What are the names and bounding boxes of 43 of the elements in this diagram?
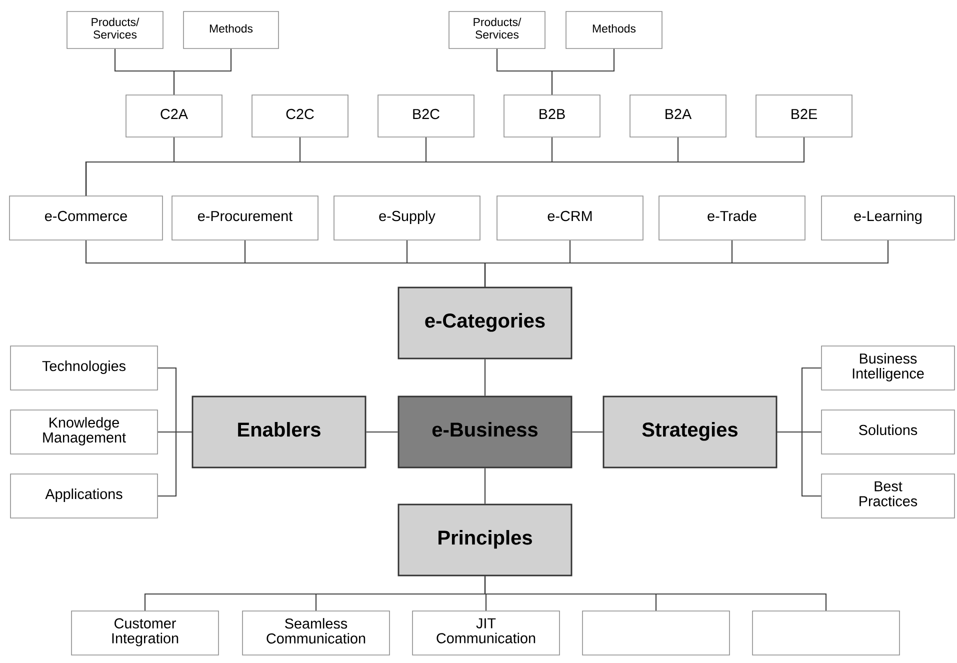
label-box: Applications	[10, 474, 158, 518]
label-box: Solutions	[821, 410, 955, 454]
label-box: Business Intelligence	[821, 346, 955, 390]
label-box: Methods	[183, 11, 279, 49]
label-box: C2C	[252, 94, 348, 138]
label-box: e-Commerce	[9, 196, 163, 240]
label-box: e-CRM	[496, 196, 644, 240]
connector-line	[173, 48, 232, 95]
connector-line	[572, 431, 603, 433]
label-box: B2C	[378, 94, 474, 138]
label-box: Best Practices	[821, 474, 955, 518]
label-box: e-Supply	[334, 196, 480, 240]
connector-line	[366, 431, 398, 433]
label-box: Technologies	[10, 346, 158, 390]
concept-box: Principles	[398, 504, 572, 576]
concept-box: Strategies	[602, 396, 778, 468]
core-box: e-Business	[398, 396, 572, 468]
label-box: C2A	[126, 94, 222, 138]
label-box: B2A	[630, 94, 726, 138]
label-box: B2B	[504, 94, 600, 138]
label-box: Seamless Communication	[242, 610, 390, 656]
connector-line	[484, 468, 486, 504]
connector-line	[484, 359, 486, 396]
label-box: Knowledge Management	[10, 410, 158, 454]
label-box: B2E	[756, 94, 852, 138]
concept-box: e-Categories	[398, 286, 572, 360]
label-box: e-Trade	[658, 196, 806, 240]
label-box: Products/ Services	[66, 11, 164, 49]
label-box: Products/ Services	[448, 11, 546, 49]
empty-box	[582, 610, 730, 656]
label-box: Customer Integration	[71, 610, 219, 656]
connector-line	[158, 431, 192, 497]
label-box: JIT Communication	[412, 610, 560, 656]
empty-box	[752, 610, 900, 656]
connector-line	[484, 240, 889, 287]
connector-line	[484, 576, 827, 611]
connector-line	[551, 48, 615, 95]
connector-line	[777, 431, 822, 497]
label-box: e-Learning	[821, 196, 955, 240]
connector-line	[85, 137, 805, 196]
concept-box: Enablers	[192, 396, 366, 468]
label-box: Methods	[566, 11, 662, 49]
label-box: e-Procurement	[172, 196, 318, 240]
